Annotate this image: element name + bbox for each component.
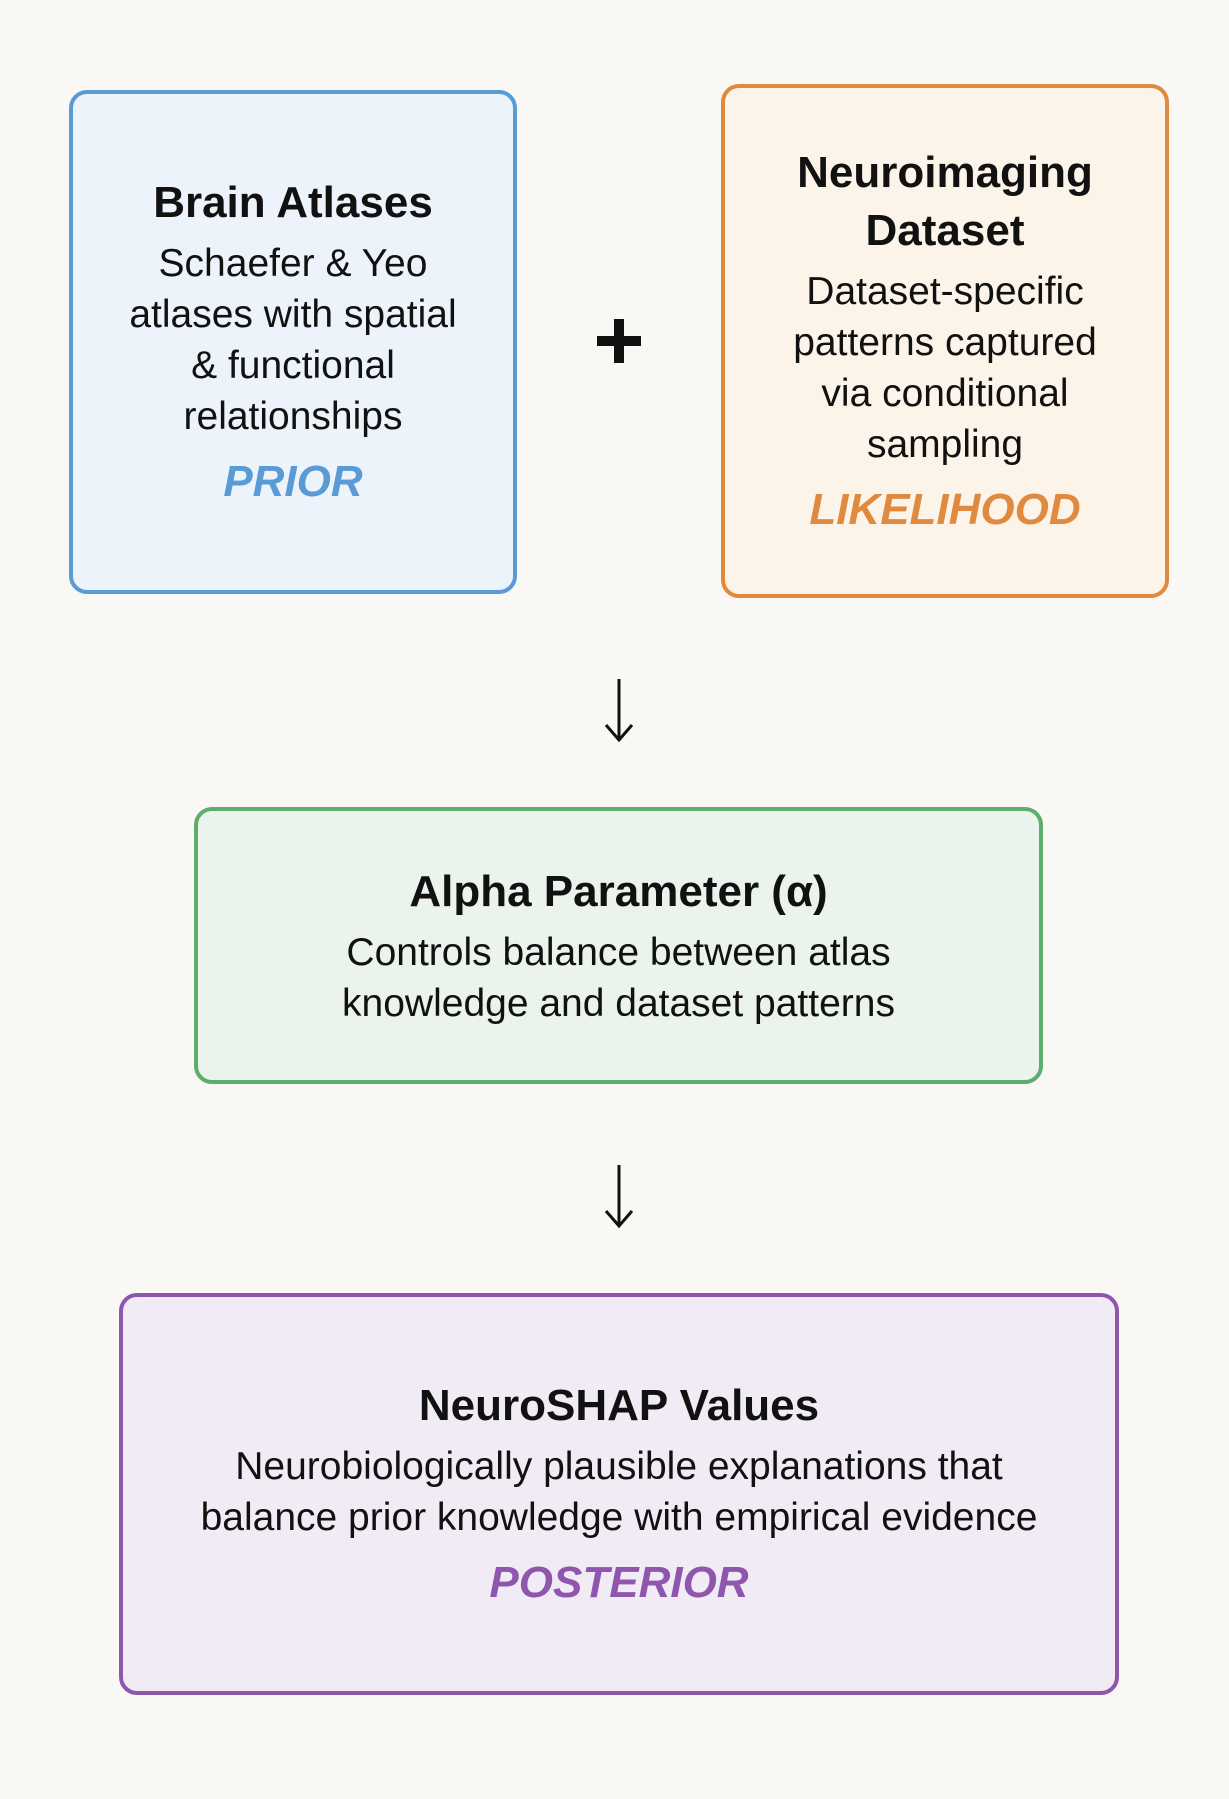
posterior-description: Neurobiologically plausible explanations… — [200, 1445, 1038, 1539]
alpha-title: Alpha Parameter (α) — [409, 866, 828, 916]
alpha-description: Controls balance between atlas knowledge… — [342, 930, 895, 1025]
arrow-down-icon — [604, 1165, 634, 1229]
likelihood-description: Dataset-specific patterns captured via c… — [793, 270, 1097, 466]
prior-description: Schaefer & Yeo atlases with spatial & fu… — [129, 242, 457, 438]
prior-box: Brain Atlases Schaefer & Yeo atlases wit… — [69, 90, 517, 594]
likelihood-title: Neuroimaging Dataset — [797, 148, 1093, 255]
likelihood-box: Neuroimaging Dataset Dataset-specific pa… — [721, 84, 1169, 598]
prior-title: Brain Atlases — [153, 178, 433, 227]
posterior-tag: POSTERIOR — [489, 1558, 749, 1607]
plus-icon — [597, 319, 641, 363]
alpha-box: Alpha Parameter (α) Controls balance bet… — [194, 807, 1043, 1084]
posterior-box: NeuroSHAP Values Neurobiologically plaus… — [119, 1293, 1119, 1695]
likelihood-tag: LIKELIHOOD — [809, 485, 1081, 534]
arrow-down-icon — [604, 679, 634, 743]
posterior-title: NeuroSHAP Values — [418, 1381, 820, 1430]
prior-tag: PRIOR — [223, 457, 363, 506]
